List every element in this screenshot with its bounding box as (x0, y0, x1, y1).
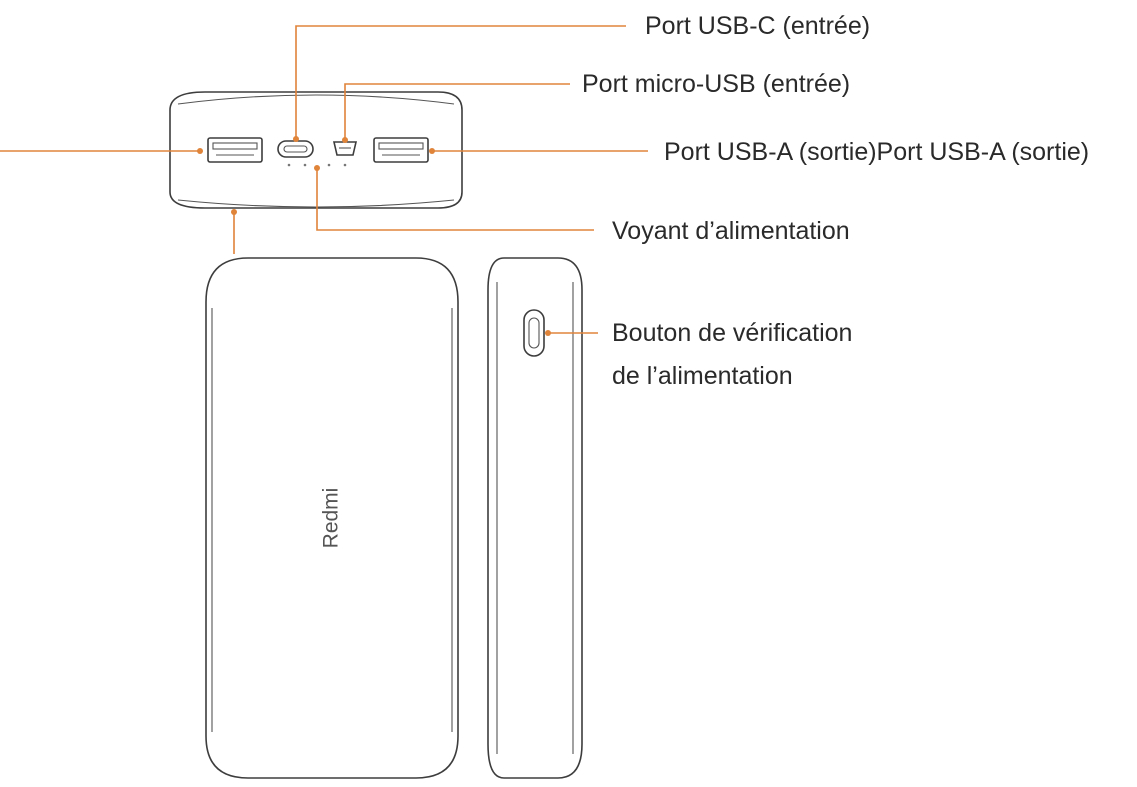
top-view (169, 91, 463, 209)
leader-lines (0, 25, 648, 336)
power-indicator-leds (287, 163, 347, 167)
brand-logo: Redmi (320, 488, 343, 549)
top-view-lower-edge (177, 199, 455, 208)
leader-dot (197, 148, 203, 154)
power-button-icon (523, 309, 545, 357)
label-usb-a-output: Port USB-A (sortie)Port USB-A (sortie) (664, 138, 1089, 166)
usb-a-port-icon (373, 137, 429, 163)
label-power-button-line2: de l’alimentation (612, 362, 793, 390)
side-view-body (487, 257, 583, 779)
side-view (487, 257, 583, 779)
label-power-button-line1: Bouton de vérification (612, 319, 852, 347)
label-power-indicator: Voyant d’alimentation (612, 217, 850, 245)
leader-dot (231, 209, 237, 215)
front-view: Redmi (205, 257, 459, 779)
leader-dot (342, 137, 348, 143)
front-view-body (205, 257, 459, 779)
leader-micro-usb (344, 83, 570, 140)
usb-a-port-icon (207, 137, 263, 163)
leader-dot (314, 165, 320, 171)
usb-c-port-icon (277, 140, 314, 158)
leader-dot (429, 148, 435, 154)
top-view-upper-edge (177, 94, 455, 105)
top-view-body (169, 91, 463, 209)
leader-usb-c (295, 25, 626, 139)
label-micro-usb: Port micro-USB (entrée) (582, 70, 850, 98)
label-usb-c: Port USB-C (entrée) (645, 12, 870, 40)
leader-dot (293, 136, 299, 142)
micro-usb-port-icon (332, 141, 358, 156)
leader-power-indicator (316, 168, 594, 231)
leader-dot (545, 330, 551, 336)
